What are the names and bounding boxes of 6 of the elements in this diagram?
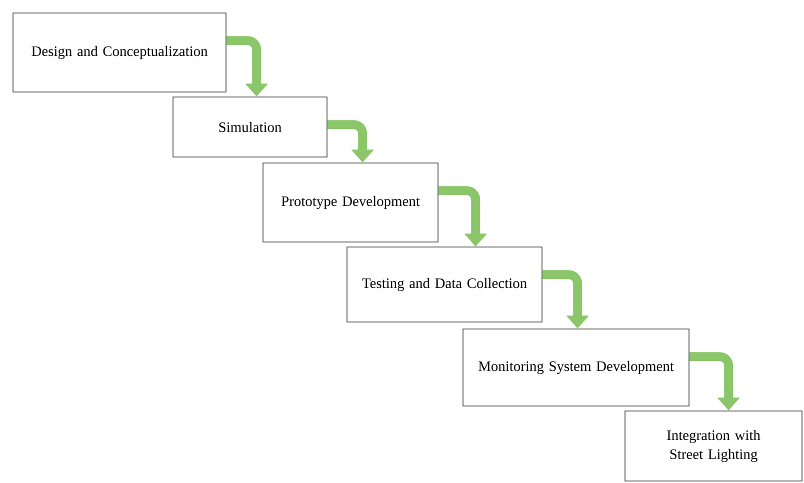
process-box: Prototype Development <box>262 162 438 242</box>
process-box: Design and Conceptualization <box>12 12 226 92</box>
process-box: Monitoring System Development <box>462 328 690 406</box>
process-box: Integration with Street Lighting <box>624 410 802 482</box>
process-box: Simulation <box>172 96 328 158</box>
process-box: Testing and Data Collection <box>346 246 542 322</box>
